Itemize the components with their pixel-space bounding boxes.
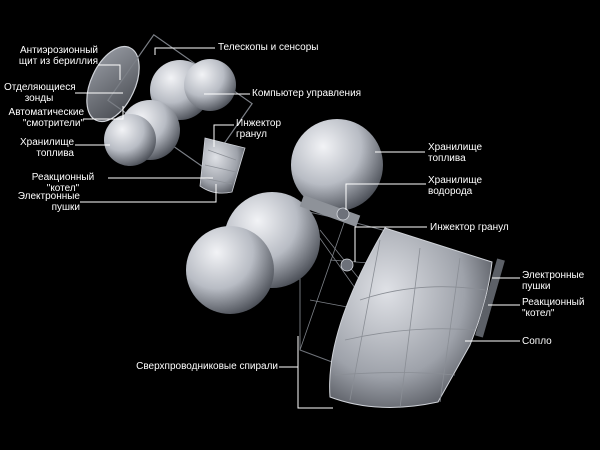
label-electron-guns-left: Электронные пушки bbox=[17, 191, 80, 213]
pellet-injector-large bbox=[340, 258, 354, 272]
hydrogen-valve bbox=[336, 207, 350, 221]
label-superconducting-coils: Сверхпроводниковые спирали bbox=[136, 361, 278, 372]
label-fuel-storage-left: Хранилище топлива bbox=[20, 137, 74, 159]
label-reaction-chamber-right: Реакционный "котел" bbox=[522, 297, 585, 319]
label-beryllium-shield: Антиэрозионный щит из бериллия bbox=[18, 45, 98, 67]
leader-superconducting-coils-bracket bbox=[297, 367, 333, 409]
label-watchers: Автоматические "смотрители" bbox=[8, 107, 84, 129]
label-hydrogen-storage: Хранилище водорода bbox=[428, 175, 482, 197]
leader-beryllium-shield bbox=[98, 64, 121, 80]
leader-watchers bbox=[83, 106, 124, 120]
lower-module bbox=[186, 119, 505, 409]
upper-tank-2 bbox=[184, 59, 236, 111]
label-electron-guns-right: Электронные пушки bbox=[522, 270, 585, 292]
leader-pellet-injector-large bbox=[354, 226, 427, 262]
label-reaction-chamber-left: Реакционный "котел" bbox=[31, 172, 95, 194]
label-control-computer: Компьютер управления bbox=[252, 88, 362, 99]
nozzle-coils bbox=[334, 239, 486, 409]
label-pellet-injector-large: Инжектор гранул bbox=[430, 222, 509, 233]
leader-electron-guns-left bbox=[80, 184, 217, 203]
label-nozzle: Сопло bbox=[522, 336, 552, 347]
leader-pellet-injector-small bbox=[213, 124, 234, 147]
label-telescopes: Телескопы и сенсоры bbox=[218, 42, 319, 53]
leader-telescopes bbox=[154, 47, 215, 55]
upper-chamber-lattice bbox=[202, 149, 237, 185]
label-pellet-injector-small: Инжектор гранул bbox=[236, 118, 282, 140]
lower-tank-1 bbox=[291, 119, 383, 211]
label-fuel-storage-right: Хранилище топлива bbox=[428, 142, 482, 164]
nozzle-bell bbox=[329, 227, 493, 408]
label-probes: Отделяющиеся зонды bbox=[4, 82, 76, 104]
upper-module bbox=[86, 33, 253, 194]
leader-lines bbox=[75, 47, 520, 409]
upper-tank-4 bbox=[104, 114, 156, 166]
leader-hydrogen-storage bbox=[345, 183, 426, 210]
leader-superconducting-coils bbox=[279, 336, 299, 368]
lower-tank-3 bbox=[186, 226, 274, 314]
upper-reaction-chamber bbox=[199, 137, 246, 194]
